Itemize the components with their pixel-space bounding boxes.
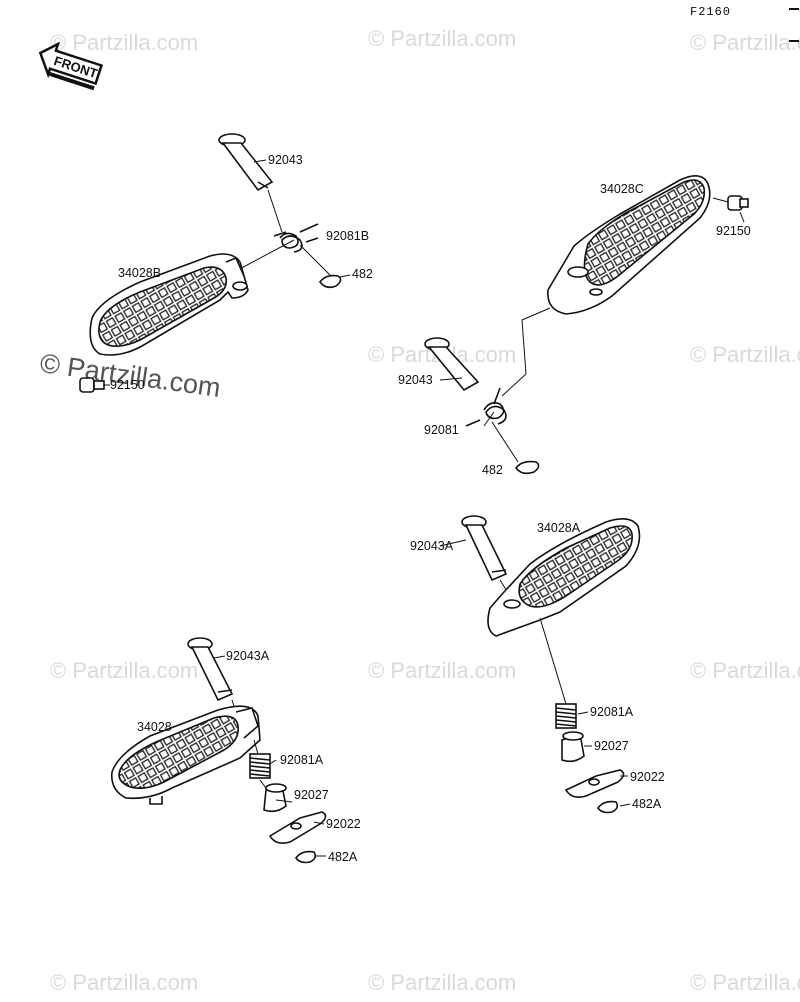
clip-icon	[295, 850, 317, 864]
pin-icon	[218, 133, 274, 192]
damper-icon	[561, 731, 585, 763]
part-label[interactable]: 482	[482, 463, 503, 477]
part-label[interactable]: 34028A	[537, 521, 581, 535]
part-label[interactable]: 34028C	[600, 182, 644, 196]
assembly-top-left	[79, 133, 351, 393]
part-label[interactable]: 92081A	[280, 753, 324, 767]
part-label[interactable]: 482	[352, 267, 373, 281]
part-label[interactable]: 34028	[137, 720, 172, 734]
bolt-icon	[712, 195, 749, 211]
part-label[interactable]: 92043A	[226, 649, 270, 663]
part-label[interactable]: 482A	[328, 850, 358, 864]
watermark: © Partzilla.com	[690, 970, 800, 995]
bolt-icon	[79, 377, 110, 393]
part-label[interactable]: 92043	[398, 373, 433, 387]
part-label[interactable]: 34028B	[118, 266, 162, 280]
watermark: © Partzilla.com	[690, 342, 800, 367]
part-label[interactable]: 92022	[326, 817, 361, 831]
clip-icon	[597, 800, 619, 814]
pin-icon	[424, 337, 480, 392]
footpeg-icon	[487, 518, 641, 637]
assembly-top-right	[424, 175, 749, 475]
front-arrow-icon: FRONT	[38, 41, 104, 91]
assembly-bottom-left	[110, 637, 327, 864]
watermark: © Partzilla.com	[368, 970, 517, 995]
part-label[interactable]: 92022	[630, 770, 665, 784]
part-label[interactable]: 92081A	[590, 705, 634, 719]
footpeg-icon	[547, 175, 711, 315]
watermark: © Partzilla.com	[690, 30, 800, 55]
watermark: © Partzilla.com	[690, 658, 800, 683]
part-label[interactable]: 92081B	[326, 229, 370, 243]
plate-icon	[268, 811, 327, 844]
part-label[interactable]: 92150	[716, 224, 751, 238]
clip-icon	[318, 274, 342, 289]
edge-mark	[789, 8, 799, 10]
part-label[interactable]: 482A	[632, 797, 662, 811]
footpeg-icon	[89, 253, 249, 356]
part-label[interactable]: 92027	[294, 788, 329, 802]
plate-icon	[564, 769, 625, 798]
watermark: © Partzilla.com	[368, 658, 517, 683]
part-label[interactable]: 92150	[110, 378, 145, 392]
part-label[interactable]: 92043	[268, 153, 303, 167]
pin-icon	[187, 637, 234, 702]
edge-mark	[789, 40, 799, 42]
spring-icon	[249, 753, 271, 779]
damper-icon	[263, 783, 287, 813]
figure-code: F2160	[690, 5, 732, 19]
watermark: © Partzilla.com	[50, 30, 199, 55]
footpeg-icon	[110, 705, 261, 805]
watermark: © Partzilla.com	[368, 26, 517, 51]
pin-icon	[461, 515, 508, 582]
spring-icon	[465, 387, 507, 427]
watermark: © Partzilla.com	[50, 970, 199, 995]
assembly-bottom-right	[439, 515, 641, 814]
part-label[interactable]: 92027	[594, 739, 629, 753]
clip-icon	[514, 460, 540, 475]
spring-icon	[273, 223, 319, 253]
part-label[interactable]: 92043A	[410, 539, 454, 553]
spring-icon	[555, 703, 577, 729]
watermark: © Partzilla.com	[50, 658, 199, 683]
part-label[interactable]: 92081	[424, 423, 459, 437]
